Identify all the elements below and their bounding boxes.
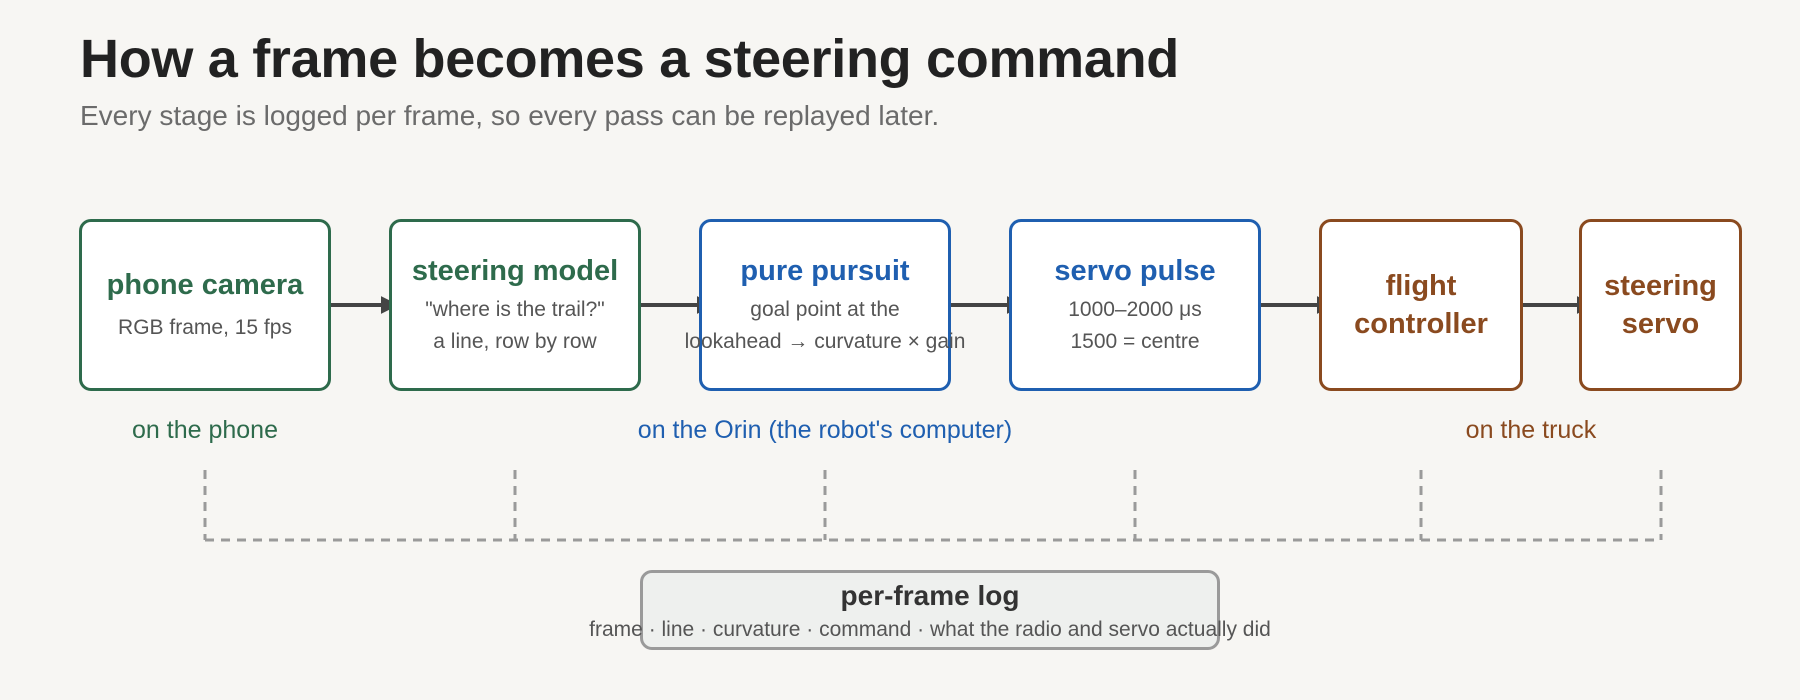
- stage-desc: RGB frame, 15 fps: [118, 316, 292, 339]
- stage-name: phone camera: [106, 269, 304, 301]
- page-subtitle: Every stage is logged per frame, so ever…: [80, 100, 940, 131]
- stage-steering-servo: steering servo: [1579, 219, 1742, 391]
- stage-desc: goal point at the: [750, 298, 900, 321]
- group-label-orin: on the Orin (the robot's computer): [637, 416, 1013, 444]
- stage-desc: 1000–2000 μs: [1068, 298, 1202, 321]
- group-label-truck: on the truck: [1465, 416, 1597, 444]
- page-title: How a frame becomes a steering command: [80, 29, 1179, 89]
- stage-name: steering model: [411, 255, 619, 287]
- stage-name: pure pursuit: [740, 255, 910, 287]
- stage-name: flight controller: [1354, 270, 1488, 340]
- log-tap-lines: [203, 470, 1663, 542]
- stage-desc: "where is the trail?": [425, 298, 605, 321]
- stage-phone-camera: phone camera RGB frame, 15 fps: [79, 219, 331, 391]
- per-frame-log-box: [640, 570, 1220, 650]
- stage-steering-model: steering model "where is the trail?" a l…: [389, 219, 641, 391]
- stage-pure-pursuit: pure pursuit goal point at the lookahead…: [685, 219, 965, 391]
- stage-desc: 1500 = centre: [1070, 330, 1200, 353]
- log-fields: frame · line · curvature · command · wha…: [589, 618, 1271, 641]
- stage-name: servo pulse: [1054, 255, 1216, 287]
- log-title: per-frame log: [840, 580, 1020, 611]
- stage-servo-pulse: servo pulse 1000–2000 μs 1500 = centre: [1009, 219, 1261, 391]
- stage-desc: lookahead → curvature × gain: [684, 330, 966, 353]
- stage-name: steering servo: [1604, 270, 1717, 340]
- group-label-phone: on the phone: [132, 416, 278, 444]
- stage-flight-controller: flight controller: [1319, 219, 1523, 391]
- stage-desc: a line, row by row: [433, 330, 597, 353]
